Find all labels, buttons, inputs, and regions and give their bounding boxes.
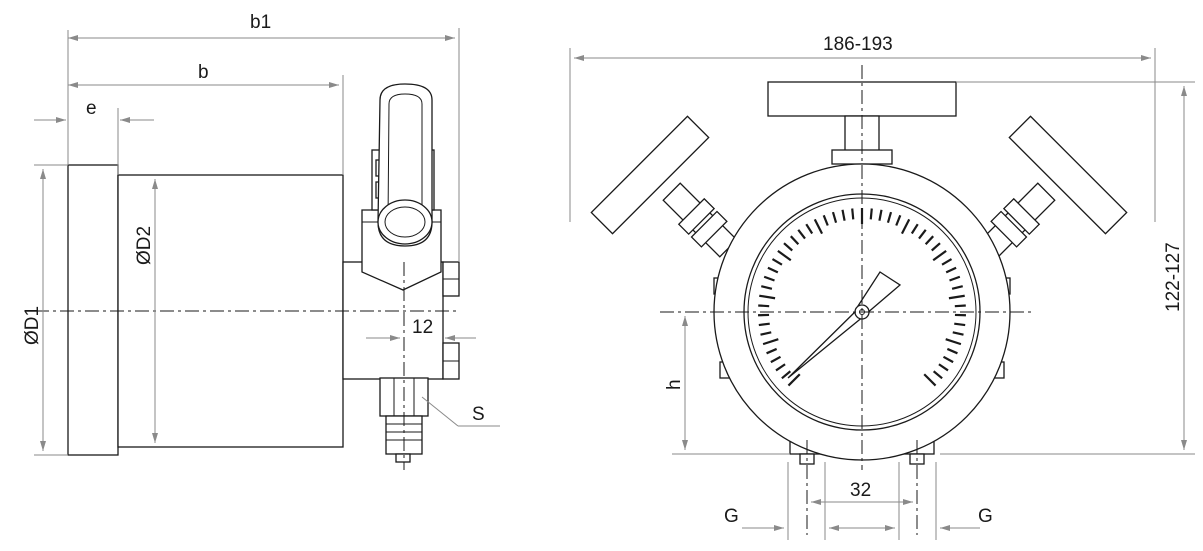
dial-tick (763, 275, 775, 282)
dim-32-label: 32 (850, 480, 871, 501)
dial-tick (797, 229, 806, 240)
dial-tick (759, 294, 776, 300)
dial-tick (946, 347, 958, 355)
dial-tick (770, 355, 782, 364)
dial-tick (760, 331, 772, 336)
dial-tick (886, 211, 893, 223)
dial-tick (918, 229, 927, 240)
dial-tick (900, 218, 911, 235)
dial-tick (951, 285, 964, 290)
dial-tick (767, 266, 779, 274)
dim-b-label: b (198, 62, 209, 83)
dial-tick (762, 338, 779, 346)
dial-tick (787, 373, 801, 387)
dial-tick (771, 258, 783, 266)
dim-width-label: 186-193 (823, 34, 893, 55)
left-valve-handle (590, 115, 710, 235)
dial-tick (777, 249, 792, 262)
dial-tick (931, 242, 941, 252)
dim-e-label: e (86, 98, 97, 119)
dial-tick (954, 322, 966, 327)
dial-tick (948, 294, 965, 300)
dim-b1-label: b1 (250, 12, 271, 33)
dial-tick (775, 363, 786, 372)
dim-height-label: 122-127 (1163, 242, 1184, 312)
dim-12-label: 12 (412, 317, 433, 338)
dial-tick (949, 275, 961, 282)
dial-tick (758, 322, 770, 327)
front-view: 186-193 122-127 h 32 G G (569, 34, 1195, 540)
dial-tick (760, 285, 773, 290)
dim-g-right-label: G (978, 506, 993, 527)
dial-tick (790, 235, 800, 245)
dial-tick (945, 266, 957, 274)
dim-g-left-label: G (724, 506, 739, 527)
dial-tick (822, 214, 829, 226)
dial-tick (910, 223, 919, 235)
dial-tick (954, 304, 966, 308)
dial-tick (841, 209, 846, 221)
dim-s-label: S (472, 404, 485, 425)
dial-tick (781, 370, 792, 380)
dial-tick (938, 363, 949, 372)
right-valve-handle (1008, 115, 1128, 235)
dial-tick (895, 214, 902, 226)
dial-tick (831, 211, 838, 223)
dial-tick (869, 208, 873, 220)
dim-d1-label: ØD1 (22, 306, 43, 345)
dial-tick (851, 208, 855, 220)
dial-tick (941, 258, 953, 266)
dial-tick (783, 242, 793, 252)
dial-tick (952, 331, 964, 336)
dial-tick (932, 249, 947, 262)
dial-tick (878, 209, 883, 221)
left-valve-stem (662, 182, 738, 258)
dial-tick (923, 373, 937, 387)
dial-tick (813, 218, 824, 235)
dial-tick (932, 370, 943, 380)
right-valve-stem (980, 182, 1056, 258)
side-view: b1 b e ØD1 ØD2 12 S (22, 12, 500, 470)
flange (67, 164, 119, 456)
dial-tick-marks (758, 208, 966, 387)
dim-d2-label: ØD2 (134, 226, 155, 265)
dial-tick (805, 223, 814, 235)
dial-tick (924, 235, 934, 245)
dial-tick (945, 338, 962, 346)
dial-tick (758, 304, 770, 308)
dial-tick (766, 347, 778, 355)
dial-tick (942, 355, 954, 364)
dim-h-label: h (664, 379, 685, 390)
